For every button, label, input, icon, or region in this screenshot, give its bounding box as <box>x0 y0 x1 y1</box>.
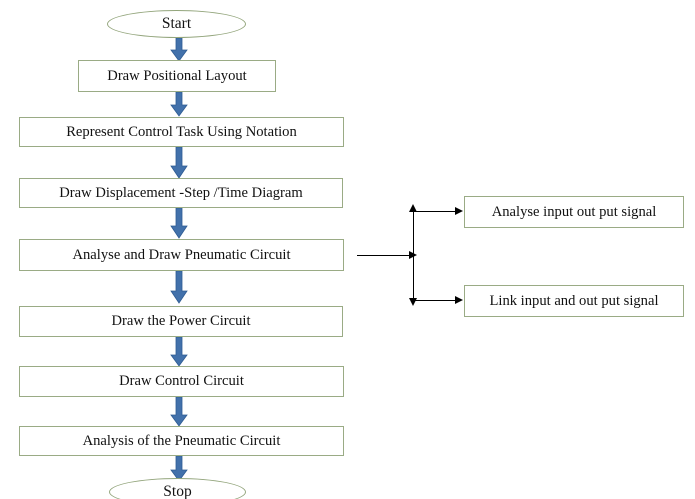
flow-arrow-step3-to-step4 <box>170 208 188 239</box>
node-link-input-output-signal[interactable]: Link input and out put signal <box>464 285 684 317</box>
node-analysis-of-pneumatic-circuit-label: Analysis of the Pneumatic Circuit <box>82 432 281 449</box>
node-draw-control-circuit-label: Draw Control Circuit <box>119 373 244 390</box>
node-draw-displacement-diagram-label: Draw Displacement -Step /Time Diagram <box>59 184 303 201</box>
flow-arrow-start-to-step1 <box>170 38 188 62</box>
node-stop[interactable]: Stop <box>109 478 246 499</box>
node-analyse-input-output-signal[interactable]: Analyse input out put signal <box>464 196 684 228</box>
branch-line-from-step4 <box>357 255 413 257</box>
node-analysis-of-pneumatic-circuit[interactable]: Analysis of the Pneumatic Circuit <box>19 426 344 456</box>
node-draw-power-circuit-label: Draw the Power Circuit <box>111 313 251 330</box>
node-represent-control-task[interactable]: Represent Control Task Using Notation <box>19 117 344 147</box>
branch-split-arrowhead-down-icon <box>409 298 417 306</box>
branch-arrowhead-to-analyse-signal <box>455 207 463 215</box>
node-link-input-output-signal-label: Link input and out put signal <box>489 292 659 309</box>
node-analyse-input-output-signal-label: Analyse input out put signal <box>491 203 657 220</box>
node-draw-control-circuit[interactable]: Draw Control Circuit <box>19 366 344 397</box>
node-represent-control-task-label: Represent Control Task Using Notation <box>66 123 297 140</box>
branch-line-to-link-signal <box>414 300 458 302</box>
node-draw-positional-layout-label: Draw Positional Layout <box>107 67 247 84</box>
flow-arrow-step5-to-step6 <box>170 337 188 367</box>
node-stop-label: Stop <box>163 483 192 499</box>
branch-line-to-analyse-signal <box>414 211 458 213</box>
node-analyse-draw-pneumatic-circuit-label: Analyse and Draw Pneumatic Circuit <box>72 246 291 263</box>
flow-arrow-step7-to-stop <box>170 456 188 482</box>
node-draw-power-circuit[interactable]: Draw the Power Circuit <box>19 306 343 337</box>
flow-arrow-step2-to-step3 <box>170 147 188 179</box>
node-analyse-draw-pneumatic-circuit[interactable]: Analyse and Draw Pneumatic Circuit <box>19 239 344 271</box>
node-start[interactable]: Start <box>107 10 246 38</box>
branch-split-vertical-line <box>413 210 415 300</box>
flow-arrow-step1-to-step2 <box>170 92 188 117</box>
flow-arrow-step4-to-step5 <box>170 271 188 304</box>
flow-arrow-step6-to-step7 <box>170 397 188 427</box>
branch-arrowhead-to-link-signal <box>455 296 463 304</box>
node-draw-positional-layout[interactable]: Draw Positional Layout <box>78 60 276 92</box>
node-start-label: Start <box>161 15 192 33</box>
branch-split-arrowhead-up-icon <box>409 204 417 212</box>
node-draw-displacement-diagram[interactable]: Draw Displacement -Step /Time Diagram <box>19 178 343 208</box>
